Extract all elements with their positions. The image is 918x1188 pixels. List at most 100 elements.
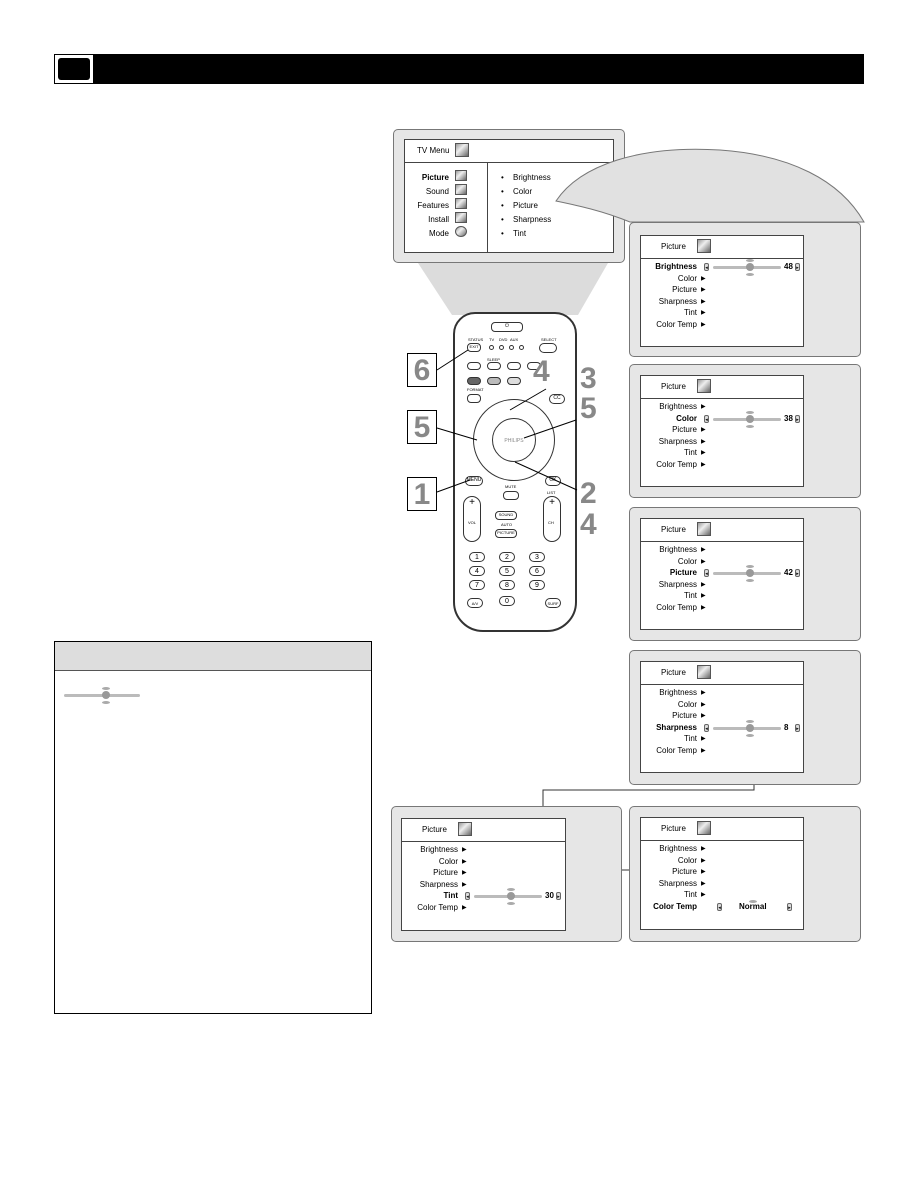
decrease-arrow-icon[interactable]: ◂ xyxy=(717,903,722,911)
mute-button[interactable] xyxy=(503,491,519,500)
tv-source-button[interactable] xyxy=(489,345,494,350)
surf-button[interactable]: SURF xyxy=(545,598,561,608)
center-ok-button[interactable]: PHILIPS xyxy=(492,418,536,462)
number-button[interactable]: 0 xyxy=(499,596,515,606)
level-slider[interactable] xyxy=(713,565,781,583)
extra-source-button[interactable] xyxy=(519,345,524,350)
decrease-arrow-icon[interactable]: ◂ xyxy=(704,414,709,423)
picture-menu-item[interactable]: Tint xyxy=(443,891,458,901)
sound-button[interactable]: SOUND xyxy=(495,511,517,520)
picture-menu-item[interactable]: Sharpness xyxy=(658,579,697,589)
picture-menu-item[interactable]: Color xyxy=(677,699,697,709)
ok-clock-button[interactable] xyxy=(467,362,481,370)
stop-button[interactable] xyxy=(487,377,501,385)
tv-submenu-item[interactable]: Sharpness xyxy=(513,215,552,224)
dvd-source-button[interactable] xyxy=(499,345,504,350)
picture-menu-item[interactable]: Color Temp xyxy=(417,903,458,912)
increase-arrow-icon[interactable]: ▸ xyxy=(795,723,800,732)
decrease-arrow-icon[interactable]: ◂ xyxy=(704,263,709,271)
record-button[interactable] xyxy=(507,362,521,370)
number-button[interactable]: 3 xyxy=(529,552,545,562)
tv-submenu-item[interactable]: Color xyxy=(513,187,533,196)
picture-menu-item[interactable]: Picture xyxy=(672,425,697,435)
number-button[interactable]: 5 xyxy=(499,566,515,576)
picture-button[interactable]: PICTURE xyxy=(495,529,517,538)
tv-menu-item[interactable]: Features xyxy=(417,201,449,210)
decrease-arrow-icon[interactable]: ◂ xyxy=(704,569,709,578)
picture-menu-item[interactable]: Brightness xyxy=(659,688,697,697)
tv-submenu-item[interactable]: Picture xyxy=(513,201,538,210)
slider-knob-icon[interactable] xyxy=(746,569,755,578)
picture-menu-item[interactable]: Brightness xyxy=(659,844,697,853)
tv-submenu-item[interactable]: Brightness xyxy=(513,173,551,182)
picture-menu-item[interactable]: Tint xyxy=(683,591,697,601)
picture-menu-item[interactable]: Sharpness xyxy=(658,878,697,888)
slider-knob-icon[interactable] xyxy=(746,723,755,732)
increase-arrow-icon[interactable]: ▸ xyxy=(795,263,800,271)
picture-menu-item[interactable]: Brightness xyxy=(655,262,697,271)
menu-button[interactable]: MENU xyxy=(465,476,483,486)
number-button[interactable]: 4 xyxy=(469,566,485,576)
aux-source-button[interactable] xyxy=(509,345,514,350)
number-button[interactable]: 6 xyxy=(529,566,545,576)
cc-button[interactable]: CC xyxy=(549,394,565,404)
picture-menu-item[interactable]: Tint xyxy=(683,890,697,900)
sleep-button[interactable] xyxy=(487,362,501,370)
level-slider[interactable] xyxy=(713,719,781,737)
volume-rocker[interactable]: + xyxy=(463,496,481,542)
slider-knob-icon[interactable] xyxy=(746,414,755,423)
slider-knob-icon[interactable] xyxy=(746,263,755,271)
picture-menu-item[interactable]: Color xyxy=(676,413,697,423)
picture-menu-item[interactable]: Color Temp xyxy=(656,320,697,329)
picture-menu-item[interactable]: Color xyxy=(438,856,458,866)
picture-menu-item[interactable]: Tint xyxy=(683,448,697,458)
picture-menu-item[interactable]: Color xyxy=(677,273,697,283)
select-button[interactable] xyxy=(539,343,557,353)
decrease-arrow-icon[interactable]: ◂ xyxy=(704,723,709,732)
increase-arrow-icon[interactable]: ▸ xyxy=(795,414,800,423)
picture-menu-item[interactable]: Tint xyxy=(683,734,697,744)
av-button[interactable]: A/V xyxy=(467,598,483,608)
decrease-arrow-icon[interactable]: ◂ xyxy=(465,892,470,901)
level-slider[interactable] xyxy=(713,410,781,428)
picture-menu-item[interactable]: Color Temp xyxy=(656,746,697,755)
picture-menu-item[interactable]: Color Temp xyxy=(656,603,697,612)
picture-menu-item[interactable]: Sharpness xyxy=(656,722,697,732)
picture-menu-item[interactable]: Color Temp xyxy=(656,460,697,469)
tv-menu-item[interactable]: Sound xyxy=(425,187,449,196)
tv-menu-item[interactable]: Mode xyxy=(428,229,449,238)
picture-menu-item[interactable]: Brightness xyxy=(659,402,697,411)
increase-arrow-icon[interactable]: ▸ xyxy=(795,569,800,578)
picture-menu-item[interactable]: Picture xyxy=(433,868,458,878)
channel-rocker[interactable]: + xyxy=(543,496,561,542)
level-slider[interactable] xyxy=(713,259,781,276)
rewind-button[interactable] xyxy=(467,377,481,385)
picture-menu-item[interactable]: Sharpness xyxy=(658,296,697,306)
tv-submenu-item[interactable]: Tint xyxy=(513,229,527,238)
ok-button[interactable]: OK xyxy=(545,476,561,486)
number-button[interactable]: 1 xyxy=(469,552,485,562)
slider-knob-icon[interactable] xyxy=(507,892,516,901)
level-slider[interactable] xyxy=(474,888,542,906)
picture-menu-item[interactable]: Picture xyxy=(672,285,697,295)
play-button[interactable] xyxy=(507,377,521,385)
increase-arrow-icon[interactable]: ▸ xyxy=(556,892,561,901)
format-button[interactable] xyxy=(467,394,481,403)
picture-menu-item[interactable]: Picture xyxy=(672,867,697,877)
picture-menu-item[interactable]: Color Temp xyxy=(653,902,697,911)
picture-menu-item[interactable]: Color xyxy=(677,855,697,865)
picture-menu-item[interactable]: Brightness xyxy=(420,845,458,854)
pause-button[interactable] xyxy=(527,362,541,370)
tv-menu-item[interactable]: Install xyxy=(428,215,449,224)
picture-menu-item[interactable]: Picture xyxy=(672,711,697,721)
picture-menu-item[interactable]: Picture xyxy=(669,568,697,578)
picture-menu-item[interactable]: Tint xyxy=(683,308,697,318)
exit-button[interactable]: EXIT xyxy=(467,343,481,352)
picture-menu-item[interactable]: Sharpness xyxy=(658,436,697,446)
number-button[interactable]: 8 xyxy=(499,580,515,590)
number-button[interactable]: 9 xyxy=(529,580,545,590)
tv-menu-item[interactable]: Picture xyxy=(421,173,449,182)
picture-menu-item[interactable]: Sharpness xyxy=(419,879,458,889)
power-button[interactable]: ⏻ xyxy=(491,322,523,332)
number-button[interactable]: 2 xyxy=(499,552,515,562)
